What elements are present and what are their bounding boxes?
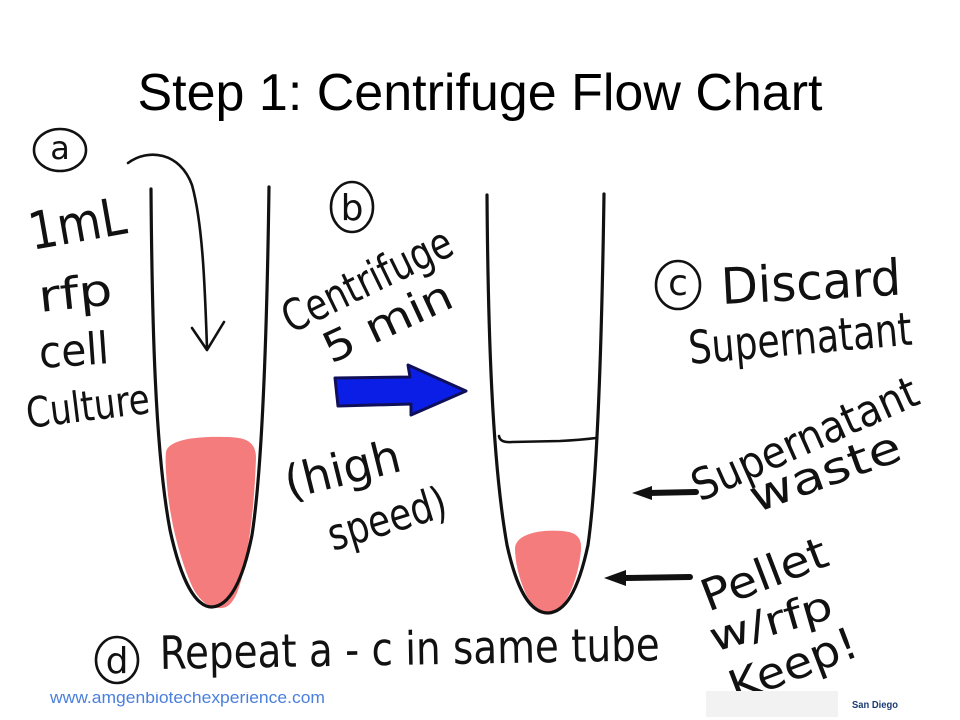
footer-logo-area [706, 691, 838, 717]
step-d-circle [94, 635, 140, 685]
footer-url: www.amgenbiotechexperience.com [49, 688, 325, 707]
pour-arrow-curve [126, 153, 209, 350]
step-c-line: Supernatant [686, 302, 914, 375]
supernatant-annotation: Supernatant waste [684, 367, 927, 524]
pellet-pointer-head [604, 570, 626, 586]
supernatant-pointer-head [632, 486, 652, 500]
pellet-pointer-shaft [621, 574, 693, 581]
pellet-pointer-arrow-icon [604, 570, 693, 586]
step-b-marker: b [329, 180, 375, 234]
step-a-line: Culture [23, 374, 152, 438]
tube-1-culture-fill [165, 436, 256, 609]
step-b-letter: b [341, 188, 364, 229]
tube-2-pellet [515, 530, 582, 613]
tube-2-outline [485, 192, 606, 615]
step-a-line: 1mL [24, 187, 131, 263]
tube-2 [485, 192, 606, 615]
supernatant-pointer-shaft [645, 489, 699, 496]
step-d-letter: d [106, 641, 129, 682]
step-a-label: 1mL rfp cell Culture [23, 187, 152, 438]
step-c-line: Discard [720, 249, 903, 316]
supernatant-pointer-arrow-icon [632, 486, 699, 500]
tube-1-outline [149, 185, 271, 609]
centrifuge-arrow-icon [333, 363, 468, 417]
step-a-circle [32, 127, 88, 173]
pellet-annotation: Pellet w/rfp Keep! [694, 527, 865, 713]
step-c-circle [654, 259, 702, 311]
step-d-marker: d [94, 635, 140, 685]
tube-1 [149, 185, 271, 609]
step-d-label: Repeat a - c in same tube [159, 617, 660, 680]
step-a-marker: a [32, 127, 88, 173]
pour-arrow-head [190, 320, 226, 352]
step-a-line: cell [37, 323, 110, 379]
slide-title: Step 1: Centrifuge Flow Chart [138, 64, 824, 122]
step-b-label: Centrifuge 5 min (high speed) [273, 217, 461, 561]
step-c-marker: c [654, 259, 702, 311]
footer-location: San Diego [852, 700, 898, 711]
step-a-line: rfp [36, 264, 115, 322]
step-c-label: Discard Supernatant [686, 249, 914, 375]
right-arrow-shape [333, 363, 468, 417]
pour-arrow-icon [126, 153, 226, 352]
step-c-letter: c [668, 263, 688, 304]
step-a-letter: a [50, 129, 70, 167]
tube-2-supernatant-line [497, 434, 598, 444]
step-b-circle [329, 180, 375, 234]
